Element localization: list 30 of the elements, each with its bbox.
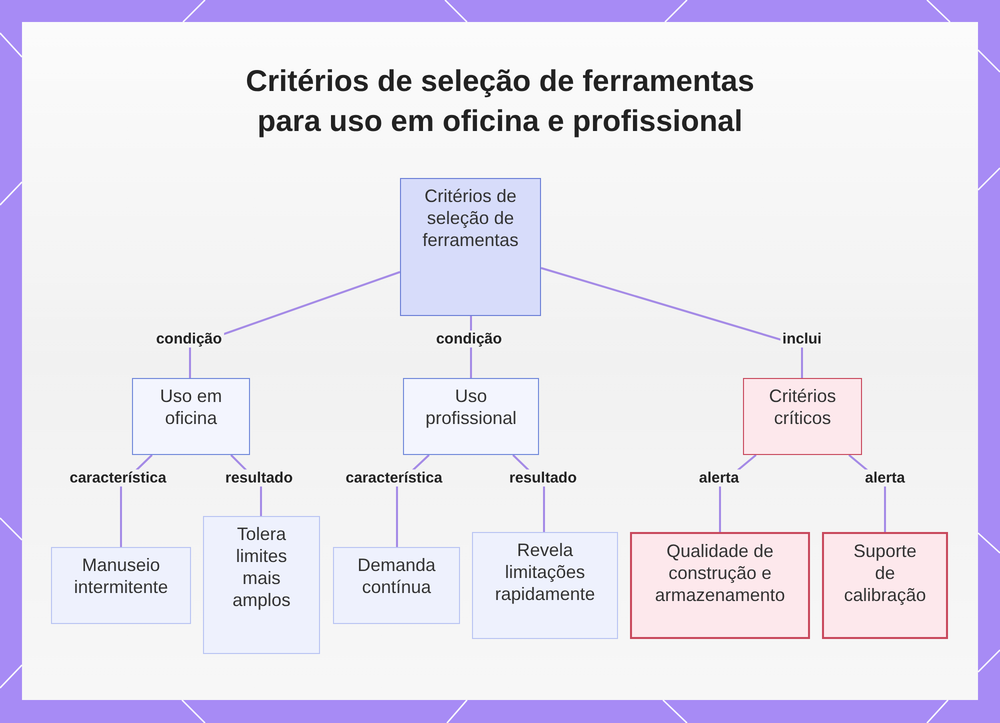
diagram-title: Critérios de seleção de ferramentas para uso em oficina e profissional bbox=[244, 64, 756, 140]
node-text: Tolera limites mais amplos bbox=[231, 523, 292, 611]
concept-box bbox=[472, 532, 618, 639]
edge-label: característica bbox=[344, 470, 444, 486]
topic-box bbox=[400, 178, 541, 316]
edge-label: alerta bbox=[696, 470, 742, 486]
concept-box bbox=[203, 516, 320, 654]
concept-box bbox=[822, 532, 948, 639]
edge-label: resultado bbox=[223, 470, 295, 486]
connector-line bbox=[540, 267, 803, 378]
concept-box bbox=[132, 378, 250, 455]
node-text: Revela limitações rapidamente bbox=[494, 539, 596, 605]
node-text: Manuseio intermitente bbox=[72, 554, 170, 598]
edge-label: condição bbox=[434, 330, 504, 348]
concept-box bbox=[630, 532, 810, 639]
concept-box bbox=[743, 378, 862, 455]
edge-label: característica bbox=[68, 470, 168, 486]
concept-box bbox=[333, 547, 460, 624]
node-text: Critérios críticos bbox=[768, 385, 837, 429]
edge-label: alerta bbox=[862, 470, 908, 486]
node-text: Qualidade de construção e armazenamento bbox=[654, 540, 786, 606]
edge-label: resultado bbox=[507, 470, 579, 486]
node-text: Demanda contínua bbox=[356, 554, 437, 598]
node-text: Suporte de calibração bbox=[842, 540, 928, 606]
concept-box bbox=[51, 547, 191, 624]
node-text: Uso profissional bbox=[424, 385, 518, 429]
node-text: Critérios de seleção de ferramentas bbox=[421, 185, 520, 251]
concept-box bbox=[403, 378, 539, 455]
node-text: Uso em oficina bbox=[158, 385, 223, 429]
edge-label: condição bbox=[154, 330, 224, 348]
